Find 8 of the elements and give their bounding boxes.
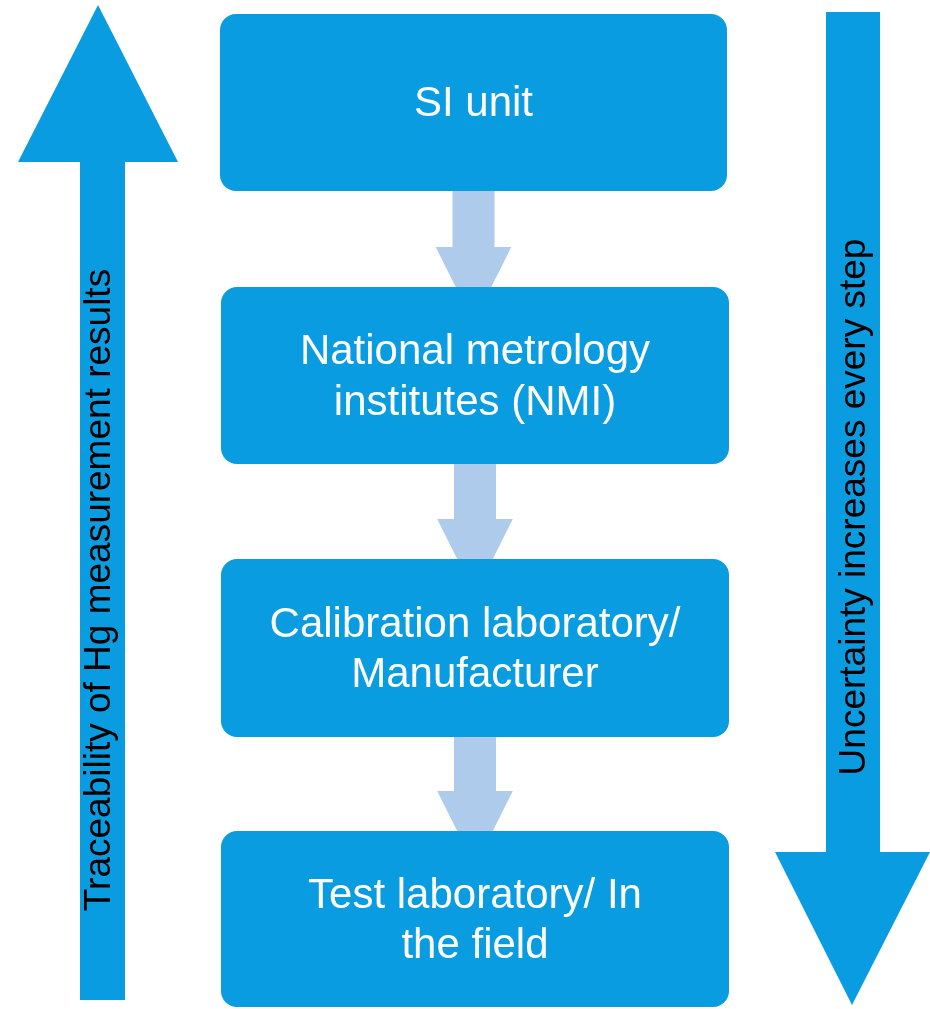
- direction-arrow: [775, 12, 930, 1005]
- process-box: SI unit: [220, 14, 727, 191]
- process-box: National metrology institutes (NMI): [221, 287, 729, 464]
- direction-arrow: [18, 5, 178, 1000]
- process-box: Calibration laboratory/ Manufacturer: [221, 559, 729, 737]
- arrow-label: Traceability of Hg measurement results: [77, 268, 119, 912]
- process-box: Test laboratory/ In the field: [221, 831, 729, 1007]
- arrow-label: Uncertainty increases every step: [832, 238, 874, 776]
